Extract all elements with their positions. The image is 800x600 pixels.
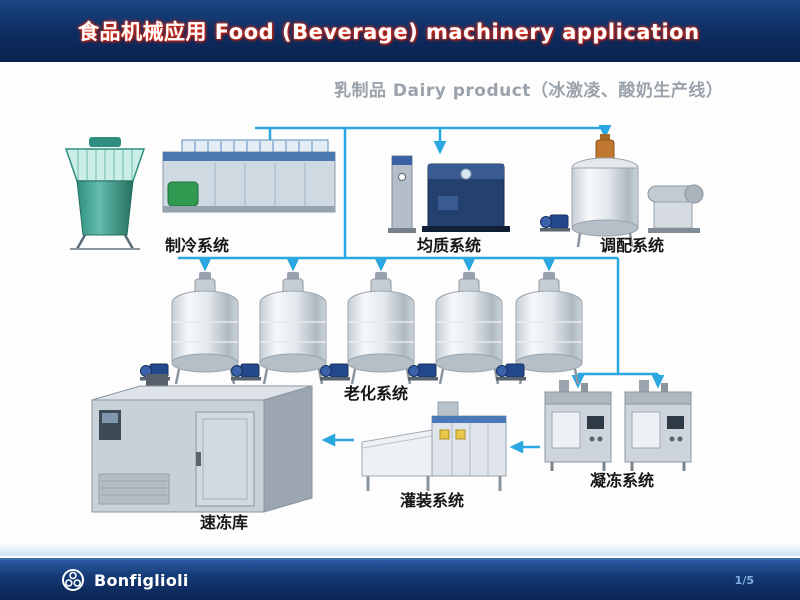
page-title: 食品机械应用 Food (Beverage) machinery applica… [78, 20, 700, 44]
footer-fade-band [0, 543, 800, 556]
aging-tank-graphic [434, 270, 504, 386]
homogenizer-graphic [388, 155, 510, 233]
label-filling-system: 灌装系统 [400, 491, 464, 510]
slide-header: 食品机械应用 Food (Beverage) machinery applica… [0, 0, 800, 62]
label-freezing-system: 凝冻系统 [590, 471, 654, 490]
label-homogenizing-system: 均质系统 [417, 236, 481, 255]
bonfiglioli-logo-icon [62, 569, 84, 591]
freezer-unit-graphic [623, 378, 693, 473]
pump-graphic [230, 363, 262, 381]
aging-tank-graphic [170, 270, 240, 386]
aging-tank-graphic [514, 270, 584, 386]
blending-tank-graphic [539, 134, 639, 248]
filling-machine-graphic [361, 401, 507, 491]
label-cooling-system: 制冷系统 [165, 236, 229, 255]
ice-machine-graphic [162, 139, 336, 213]
label-blending-system: 调配系统 [600, 236, 664, 255]
label-aging-system: 老化系统 [343, 384, 408, 403]
page-number: 1/5 [734, 573, 754, 587]
pump-graphic [495, 363, 527, 381]
label-quick-freeze-room: 速冻库 [200, 513, 248, 532]
slide-footer: Bonfiglioli 1/5 [0, 558, 800, 600]
quick-freeze-room-graphic [91, 374, 313, 513]
aging-tank-graphic [258, 270, 328, 386]
brand-name: Bonfiglioli [94, 570, 189, 590]
slide-subtitle: 乳制品 Dairy product（冰激凌、酸奶生产线） [334, 81, 724, 101]
aging-tank-graphic [346, 270, 416, 386]
freezer-unit-graphic [543, 378, 613, 473]
colloid-mill-graphic [647, 184, 704, 233]
freezer-units-graphic [543, 378, 693, 473]
pump-graphic [319, 363, 351, 381]
aging-tanks-graphic [139, 270, 584, 386]
pump-graphic [407, 363, 439, 381]
brand-logo: Bonfiglioli [60, 567, 189, 593]
cooling-tower-graphic [64, 137, 146, 250]
